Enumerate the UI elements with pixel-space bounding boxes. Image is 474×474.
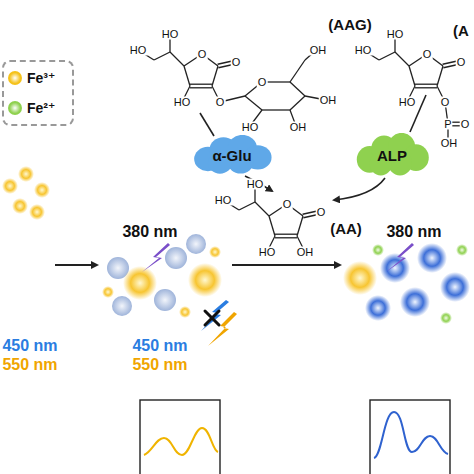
chem-bond bbox=[275, 234, 297, 235]
atom-label: P bbox=[443, 119, 452, 130]
atom-label: O bbox=[257, 77, 268, 88]
legend-text: Fe³⁺ bbox=[27, 70, 55, 86]
chem-bond bbox=[415, 84, 437, 85]
atom-label: O bbox=[282, 199, 293, 210]
atom-label: OH bbox=[440, 138, 459, 149]
atom-label: HO bbox=[398, 97, 417, 108]
legend-item: Fe³⁺ bbox=[8, 70, 55, 86]
figure-label: 380 nm bbox=[122, 224, 177, 240]
figure-label: 380 nm bbox=[386, 224, 441, 240]
figure-label: (AAG) bbox=[328, 17, 371, 32]
atom-label: O bbox=[456, 57, 467, 68]
atom-label: O bbox=[460, 119, 471, 130]
chem-bond bbox=[290, 82, 305, 96]
chem-bond bbox=[262, 109, 290, 110]
atom-label: OH bbox=[309, 45, 328, 56]
chem-bond bbox=[212, 66, 218, 86]
chem-bond bbox=[437, 66, 443, 86]
chem-bond bbox=[255, 202, 269, 216]
atom-label: OH bbox=[296, 247, 315, 258]
atom-label: O bbox=[197, 49, 208, 60]
figure-label: 450 nm bbox=[2, 338, 57, 354]
chem-bond bbox=[395, 52, 409, 66]
figure-label: 550 nm bbox=[132, 357, 187, 373]
enzyme-cloud: α-Glu bbox=[189, 135, 275, 175]
atom-label: HO bbox=[161, 29, 180, 40]
legend-swatch bbox=[8, 71, 22, 85]
chem-bond bbox=[290, 96, 305, 110]
chem-bond bbox=[245, 96, 262, 110]
atom-label: OH bbox=[319, 95, 338, 106]
chem-bond bbox=[269, 216, 275, 236]
atom-label: HO bbox=[214, 195, 233, 206]
chem-bond bbox=[379, 52, 395, 60]
atom-label: HO bbox=[246, 179, 265, 190]
chem-bond bbox=[190, 87, 212, 88]
legend-text: Fe²⁺ bbox=[27, 100, 55, 116]
chem-bond bbox=[415, 87, 437, 88]
chem-bond bbox=[239, 202, 255, 210]
atom-label: HO bbox=[386, 29, 405, 40]
chem-bond bbox=[170, 52, 184, 66]
legend-frame bbox=[2, 60, 74, 126]
atom-label: HO bbox=[241, 122, 260, 133]
chem-bond bbox=[275, 237, 297, 238]
atom-label: HO bbox=[354, 45, 373, 56]
chem-bond bbox=[154, 52, 170, 60]
figure-label: (A bbox=[453, 23, 469, 38]
atom-label: O bbox=[316, 207, 327, 218]
chem-bond bbox=[290, 60, 305, 82]
atom-label: HO bbox=[258, 247, 277, 258]
atom-label: O bbox=[231, 57, 242, 68]
atom-label: O bbox=[422, 49, 433, 60]
chem-bond bbox=[409, 66, 415, 86]
chem-bond bbox=[190, 84, 212, 85]
legend-swatch bbox=[8, 101, 22, 115]
atom-label: HO bbox=[129, 45, 148, 56]
enzyme-cloud: ALP bbox=[352, 133, 432, 177]
atom-label: O bbox=[215, 97, 226, 108]
chem-bond bbox=[184, 66, 190, 86]
atom-label: HO bbox=[173, 97, 192, 108]
atom-label: O bbox=[440, 97, 451, 108]
enzyme-name: α-Glu bbox=[212, 147, 251, 164]
enzyme-name: ALP bbox=[377, 147, 407, 164]
chem-bond bbox=[297, 216, 303, 236]
figure-label: (AA) bbox=[330, 221, 362, 236]
figure-label: 450 nm bbox=[132, 338, 187, 354]
legend-item: Fe²⁺ bbox=[8, 100, 55, 116]
atom-label: OH bbox=[289, 122, 308, 133]
figure-label: 550 nm bbox=[2, 357, 57, 373]
